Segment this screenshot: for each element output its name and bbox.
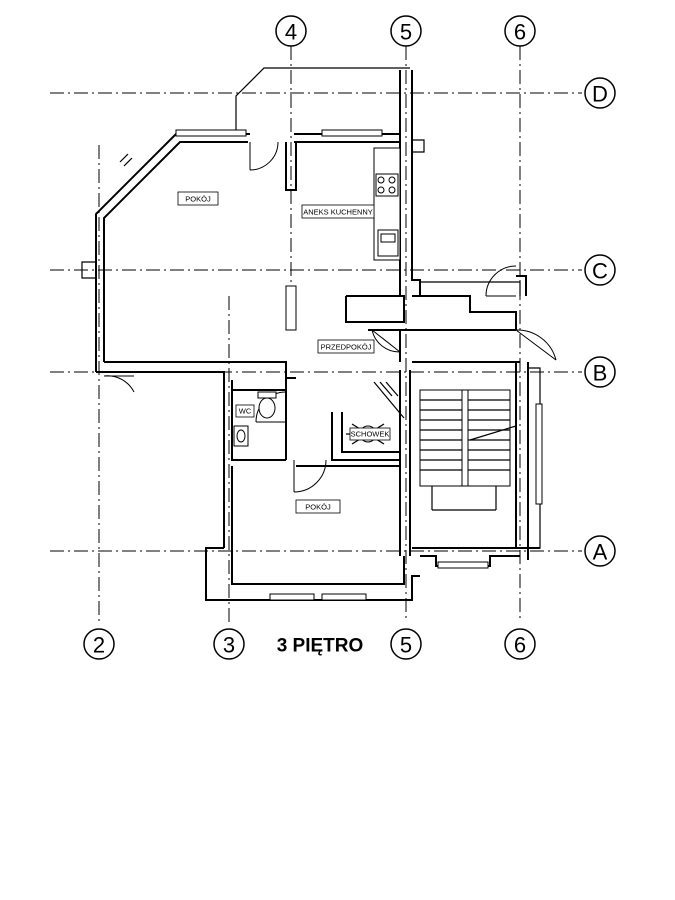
- grid-lines: [50, 46, 582, 622]
- axis-marker-right-C: C: [584, 254, 616, 286]
- floor-title: 3 PIĘTRO: [277, 636, 364, 657]
- svg-text:4: 4: [285, 20, 297, 45]
- svg-text:POKÓJ: POKÓJ: [305, 503, 331, 512]
- axis-marker-bottom-3: 3: [213, 628, 245, 660]
- axis-marker-top-4: 4: [275, 15, 307, 47]
- axis-marker-bottom-6: 6: [504, 628, 536, 660]
- svg-text:A: A: [593, 540, 608, 565]
- axis-marker-right-A: A: [584, 535, 616, 567]
- fixtures: [233, 173, 399, 447]
- room-label-wc: WC: [235, 404, 255, 418]
- svg-text:C: C: [592, 259, 608, 284]
- svg-text:WC: WC: [239, 407, 252, 416]
- svg-text:5: 5: [400, 20, 412, 45]
- svg-text:ANEKS KUCHENNY: ANEKS KUCHENNY: [303, 208, 373, 217]
- sink-icon: [377, 229, 399, 257]
- axis-marker-top-5: 5: [390, 15, 422, 47]
- svg-text:5: 5: [400, 633, 412, 658]
- windows: [119, 129, 543, 601]
- staircase: [346, 381, 517, 511]
- washbasin-icon: [233, 425, 249, 447]
- axis-marker-right-D: D: [584, 77, 616, 109]
- axis-marker-bottom-5: 5: [390, 628, 422, 660]
- room-label-hallway: PRZEDPOKÓJ: [317, 339, 375, 354]
- room-label-kitchenette: ANEKS KUCHENNY: [301, 204, 375, 219]
- axis-marker-right-B: B: [584, 356, 616, 388]
- axis-marker-bottom-2: 2: [83, 628, 115, 660]
- axis-marker-top-6: 6: [504, 15, 536, 47]
- stove-icon: [375, 173, 399, 197]
- svg-text:3: 3: [223, 633, 235, 658]
- svg-text:B: B: [593, 361, 608, 386]
- room-label-storage: SCHOWEK: [349, 427, 391, 441]
- svg-text:POKÓJ: POKÓJ: [185, 195, 211, 204]
- toilet-icon: [257, 391, 277, 419]
- svg-text:D: D: [592, 82, 608, 107]
- doors: [103, 141, 557, 493]
- svg-text:PRZEDPOKÓJ: PRZEDPOKÓJ: [321, 343, 372, 352]
- svg-text:6: 6: [514, 20, 526, 45]
- column-icon: [285, 285, 297, 331]
- room-label-living-room: POKÓJ: [177, 191, 219, 206]
- svg-text:SCHOWEK: SCHOWEK: [351, 430, 390, 439]
- svg-text:2: 2: [93, 633, 105, 658]
- room-label-bedroom: POKÓJ: [295, 499, 341, 514]
- walls: [81, 67, 541, 601]
- svg-text:6: 6: [514, 633, 526, 658]
